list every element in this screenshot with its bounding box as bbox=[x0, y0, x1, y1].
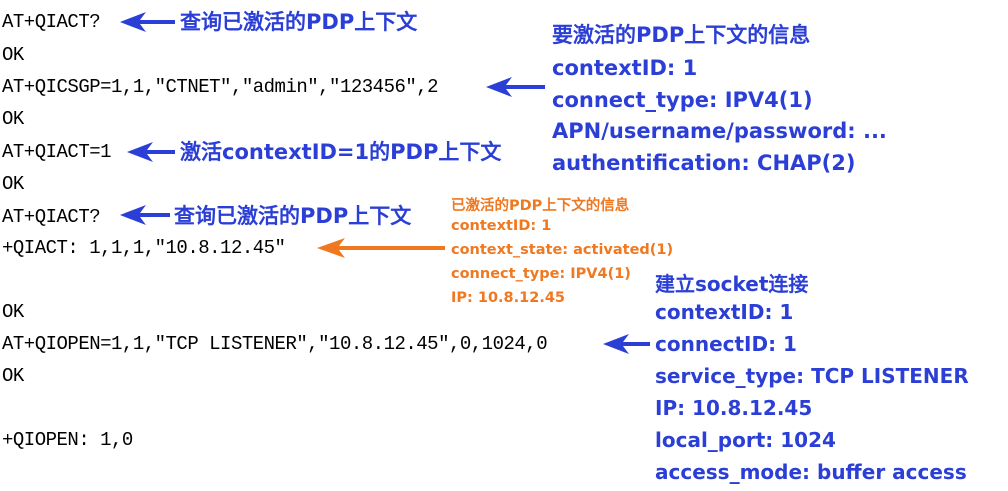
socket-info-line-3: service_type: TCP LISTENER bbox=[655, 364, 969, 388]
arrow-context-info-icon bbox=[486, 77, 545, 97]
socket-info-line-1: contextID: 1 bbox=[655, 300, 794, 324]
command-line-6: OK bbox=[2, 173, 24, 195]
arrow-query1-icon bbox=[120, 12, 175, 32]
annotation-activate: 激活contextID=1的PDP上下文 bbox=[180, 140, 502, 164]
activated-info-title: 已激活的PDP上下文的信息 bbox=[451, 198, 630, 214]
command-line-7: AT+QIACT? bbox=[2, 206, 101, 228]
socket-info-line-6: access_mode: buffer access bbox=[655, 460, 967, 484]
activated-info-line-3: connect_type: IPV4(1) bbox=[451, 266, 631, 282]
context-info-line-4: authentification: CHAP(2) bbox=[552, 151, 856, 175]
command-line-4: OK bbox=[2, 108, 24, 130]
command-line-12: +QIOPEN: 1,0 bbox=[2, 429, 133, 451]
socket-info-line-4: IP: 10.8.12.45 bbox=[655, 396, 813, 420]
activated-info-line-2: context_state: activated(1) bbox=[451, 242, 674, 258]
context-info-line-1: contextID: 1 bbox=[552, 56, 698, 80]
arrow-activate-icon bbox=[127, 142, 175, 162]
arrow-socket-info-icon bbox=[603, 334, 650, 354]
command-line-11: OK bbox=[2, 365, 24, 387]
command-line-1: AT+QIACT? bbox=[2, 11, 101, 33]
command-line-10: AT+QIOPEN=1,1,"TCP LISTENER","10.8.12.45… bbox=[2, 333, 548, 355]
annotation-query2: 查询已激活的PDP上下文 bbox=[174, 204, 412, 228]
context-info-line-2: connect_type: IPV4(1) bbox=[552, 88, 813, 112]
command-line-5: AT+QIACT=1 bbox=[2, 141, 112, 163]
context-info-title: 要激活的PDP上下文的信息 bbox=[552, 23, 811, 47]
annotation-query1: 查询已激活的PDP上下文 bbox=[180, 10, 418, 34]
activated-info-line-1: contextID: 1 bbox=[451, 218, 552, 234]
arrow-query2-icon bbox=[120, 205, 170, 225]
socket-info-line-5: local_port: 1024 bbox=[655, 428, 836, 452]
arrow-activated-info-icon bbox=[317, 238, 445, 258]
command-line-3: AT+QICSGP=1,1,"CTNET","admin","123456",2 bbox=[2, 76, 439, 98]
activated-info-line-4: IP: 10.8.12.45 bbox=[451, 290, 566, 306]
context-info-line-3: APN/username/password: ... bbox=[552, 119, 887, 143]
command-line-8: +QIACT: 1,1,1,"10.8.12.45" bbox=[2, 237, 286, 259]
socket-info-title: 建立socket连接 bbox=[655, 272, 809, 296]
command-line-9: OK bbox=[2, 301, 24, 323]
command-line-2: OK bbox=[2, 44, 24, 66]
socket-info-line-2: connectID: 1 bbox=[655, 332, 797, 356]
